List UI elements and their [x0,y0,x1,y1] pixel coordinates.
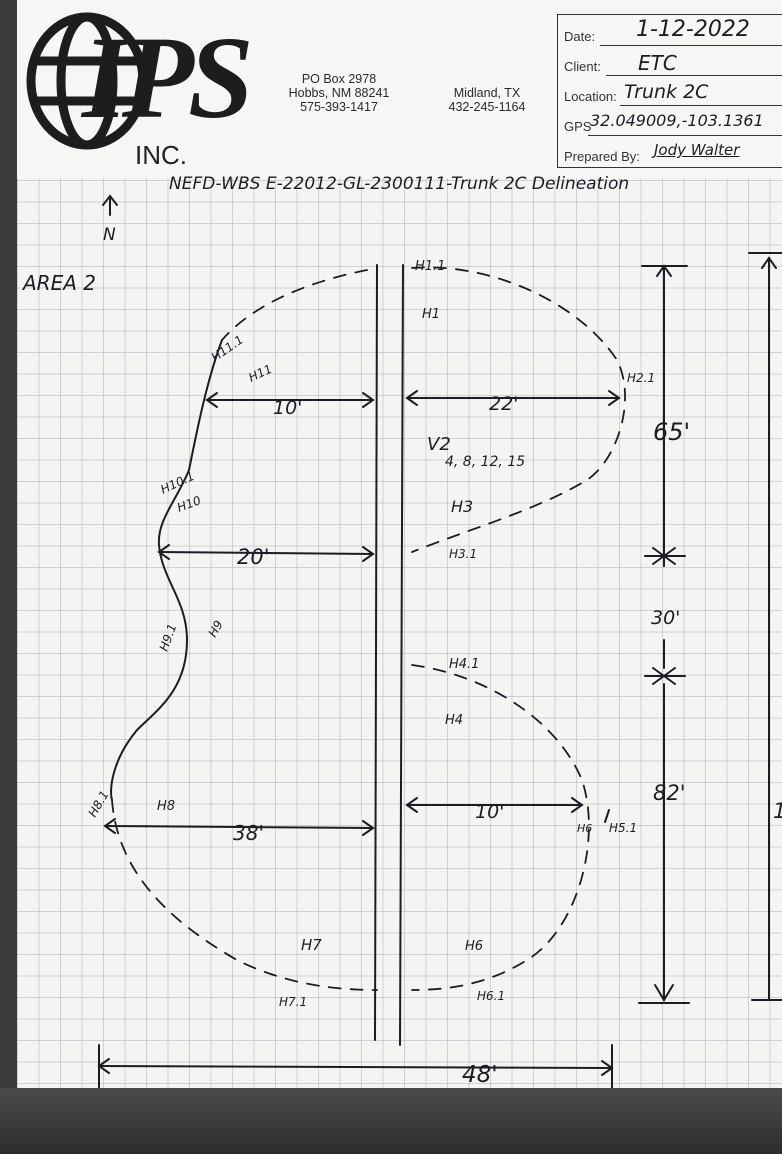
point-label: H9 [205,618,225,639]
dimension-48: 48' [462,1062,498,1088]
area-label: AREA 2 [21,271,96,295]
globe-logo-icon [26,12,148,150]
dimension-10-right: 10' [475,801,504,823]
point-label: H5.1 [609,821,637,835]
dimension-22: 22' [489,393,518,415]
point-label: H2.1 [627,371,655,385]
dimension-30: 30' [651,607,680,629]
midland-address: Midland, TX 432-245-1164 [448,86,526,114]
point-label: H11.1 [209,332,246,364]
point-label: H1 [422,307,440,322]
dimension-38: 38' [233,821,264,845]
dimension-total: 1 [773,799,782,823]
gps-label: GPS [564,119,592,134]
date-value: 1-12-2022 [636,17,750,42]
point-label: H4 [445,713,463,728]
point-label: H3 [451,497,473,516]
north-label: N [103,225,116,245]
date-label: Date: [564,29,596,44]
dimension-20: 20' [237,545,270,569]
client-label: Client: [564,59,601,74]
photo-background [0,1088,782,1154]
location-label: Location: [564,89,617,104]
point-label: V2 [427,434,451,455]
point-label: H1.1 [415,259,445,274]
company-logo-letters: IPS [82,12,254,143]
location-value: Trunk 2C [624,81,709,103]
dimension-65: 65' [653,418,690,446]
hobbs-address: PO Box 2978 Hobbs, NM 88241 575-393-1417 [288,72,390,114]
point-label: H8 [157,799,175,814]
point-label: H8.1 [85,788,111,819]
point-label: H4.1 [449,657,479,672]
gps-value: 32.049009,-103.1361 [590,111,764,130]
point-label: H7.1 [279,995,307,1009]
delineation-sheet: IPS INC. PO Box 2978 Hobbs, NM 88241 575… [17,0,782,1090]
point-label: H10 [175,493,203,515]
point-label: 4, 8, 12, 15 [445,454,525,470]
sketch-title: NEFD-WBS E-22012-GL-2300111-Trunk 2C Del… [169,174,630,194]
point-label: H7 [301,936,322,954]
company-logo-suffix: INC. [135,140,187,170]
prepared-by-value: Jody Walter [654,141,740,159]
point-label: H11 [246,362,274,385]
point-label: H6 [577,822,592,835]
dimension-10-left: 10' [273,397,302,419]
job-info-box: Date: 1-12-2022 Client: ETC Location: Tr… [557,14,782,168]
dimension-82: 82' [653,781,686,805]
point-label: H6 [465,939,483,954]
point-label: H3.1 [449,547,477,561]
delineation-drawing: N AREA 2 H1.1 H1 H2.1 H11.1 H11 H10.1 H1… [21,194,782,1090]
prepared-by-label: Prepared By: [564,149,640,164]
client-value: ETC [638,51,677,75]
letterhead: IPS INC. PO Box 2978 Hobbs, NM 88241 575… [17,0,782,178]
point-label: H9.1 [157,622,180,653]
point-label: H6.1 [477,989,505,1003]
